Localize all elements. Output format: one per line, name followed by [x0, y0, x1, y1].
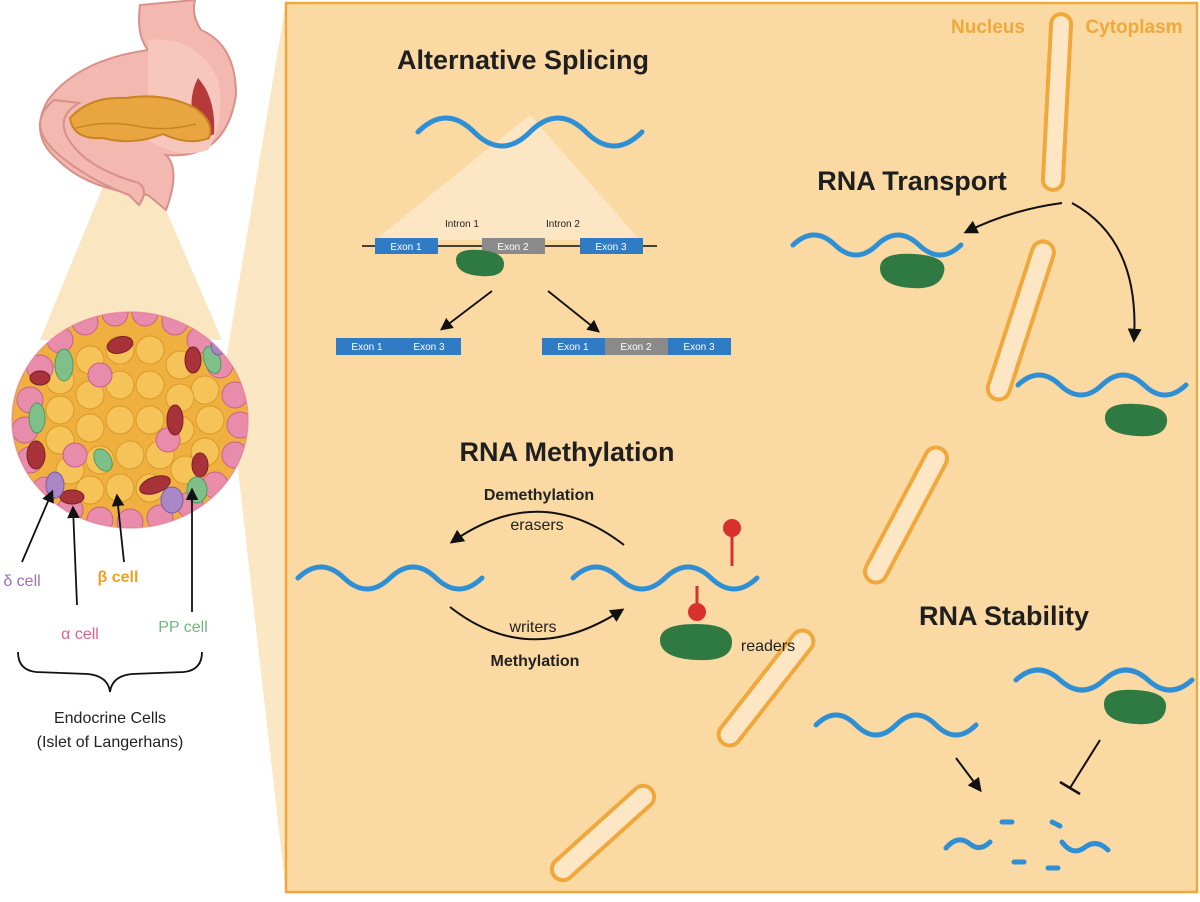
isoform-a-exon-3-label: Exon 3 — [413, 342, 445, 353]
pre-exon-1 — [375, 238, 438, 254]
cytoplasm-label: Cytoplasm — [1085, 17, 1182, 38]
transport-title: RNA Transport — [817, 166, 1007, 196]
splice-arrow-left — [439, 290, 493, 331]
nuclear-membrane — [549, 12, 1074, 883]
splice-arrow-right — [547, 290, 600, 333]
beta-cell-label: β cell — [98, 569, 139, 586]
isoform-b-exon-3-label: Exon 3 — [683, 342, 715, 353]
intron-1-label: Intron 1 — [445, 219, 479, 230]
stability-protein — [1104, 689, 1167, 725]
methyl-group-bottom — [688, 603, 706, 621]
demethylation-label: Demethylation — [484, 487, 594, 504]
isoform-a-exon-1 — [336, 338, 398, 355]
transport-rna-nucleus — [790, 232, 964, 258]
decay-inhibition — [1069, 739, 1101, 789]
pre-exon-2 — [482, 238, 545, 254]
isoform-b-exon-1 — [542, 338, 605, 355]
splicing-rna-strand — [415, 115, 645, 149]
pre-exon-1-label: Exon 1 — [390, 242, 422, 253]
isoform-b-exon-3 — [668, 338, 731, 355]
stomach-pancreas-illustration — [39, 0, 238, 212]
intron-2-label: Intron 2 — [546, 219, 580, 230]
stability-rna-unprotected — [813, 712, 979, 738]
isoform-a-exon-3 — [398, 338, 461, 355]
caption-line-1: Endocrine Cells — [54, 710, 166, 727]
writers-label: writers — [508, 619, 556, 636]
splicing-zoom-cone — [375, 115, 640, 240]
isoform-b-exon-2 — [605, 338, 668, 355]
methylated-rna — [570, 564, 760, 592]
beta-pointer — [111, 493, 125, 563]
splicing-title: Alternative Splicing — [397, 45, 649, 75]
methylation-title: RNA Methylation — [460, 437, 675, 467]
alpha-pointer — [67, 505, 80, 606]
transport-rna-cytoplasm — [1015, 372, 1189, 398]
pre-exon-3-label: Exon 3 — [595, 242, 627, 253]
readers-label: readers — [741, 638, 795, 655]
decay-inhibition-bar — [1059, 780, 1081, 796]
degraded-rna-fragments — [943, 819, 1111, 871]
pre-exon-3 — [580, 238, 643, 254]
methylation-label: Methylation — [491, 653, 580, 670]
methylation-arrow — [449, 606, 625, 641]
transport-arrow-import — [963, 202, 1063, 234]
isoform-a-exon-1-label: Exon 1 — [351, 342, 383, 353]
caption-line-2: (Islet of Langerhans) — [37, 734, 184, 751]
transport-arrow-export — [1071, 202, 1142, 343]
transport-protein-cytoplasm — [1105, 403, 1168, 437]
isoform-b-exon-2-label: Exon 2 — [620, 342, 652, 353]
methyl-group-top — [723, 519, 741, 537]
transport-protein-nucleus — [880, 253, 945, 289]
demethylation-arrow — [449, 510, 625, 546]
stability-rna-protected — [1013, 667, 1195, 693]
endocrine-brace — [17, 651, 203, 693]
alpha-cell-label: α cell — [61, 626, 99, 643]
decay-arrow — [955, 757, 982, 793]
stability-title: RNA Stability — [919, 601, 1089, 631]
reader-protein — [660, 624, 732, 661]
zoom-wedge — [226, 2, 286, 892]
spliceosome-protein — [456, 249, 504, 277]
isoform-b-exon-1-label: Exon 1 — [557, 342, 589, 353]
erasers-label: erasers — [510, 517, 563, 534]
pre-exon-2-label: Exon 2 — [497, 242, 529, 253]
nucleus-label: Nucleus — [951, 17, 1025, 38]
delta-cell-label: δ cell — [3, 573, 40, 590]
pp-cell-label: PP cell — [158, 619, 208, 636]
delta-pointer — [21, 489, 54, 563]
unmethylated-rna — [295, 564, 485, 592]
zoom-wedge-small — [40, 150, 222, 340]
